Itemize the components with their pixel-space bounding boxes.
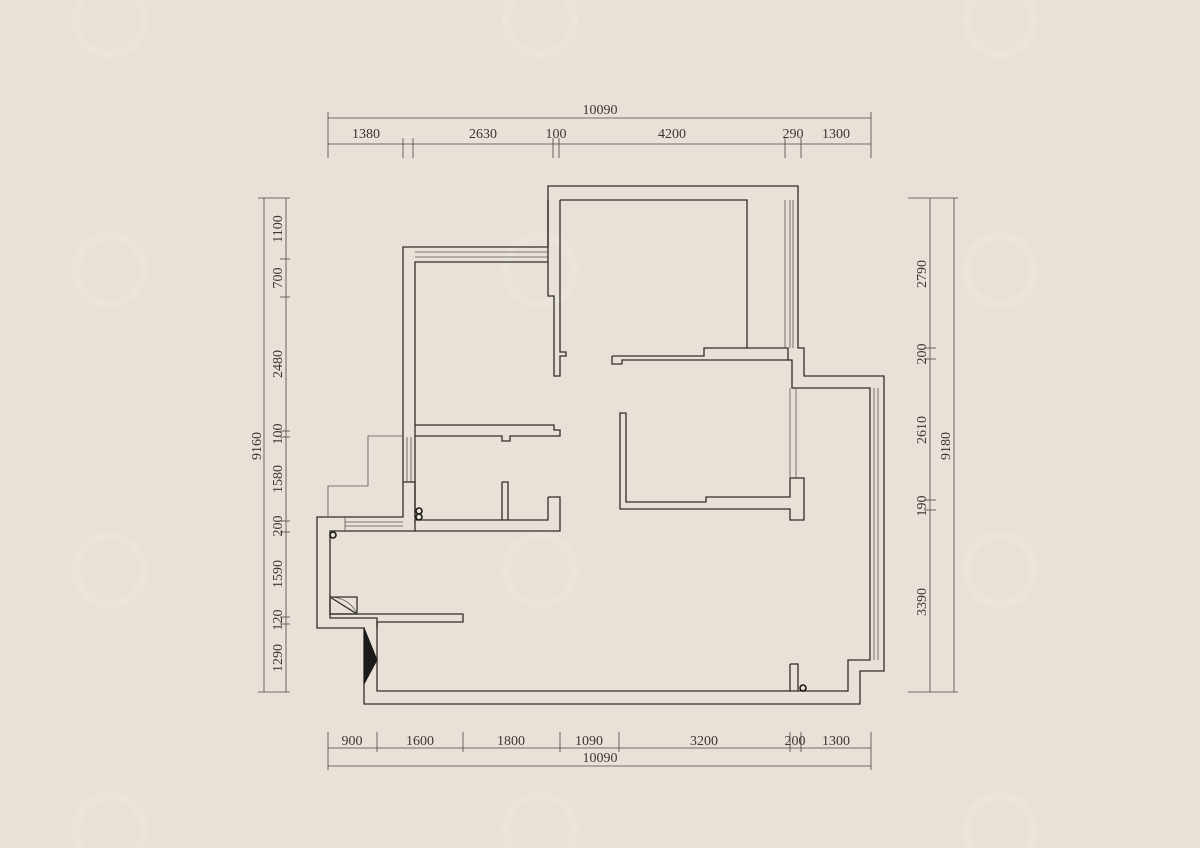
pipe-marker-icon (415, 513, 423, 521)
bottom-dimension-3: 1800 (497, 734, 525, 749)
bottom-dimension-6: 200 (785, 734, 806, 749)
right-dimension-4: 190 (915, 496, 930, 517)
watermark-layer (72, 0, 1038, 848)
bottom-dimension-5: 3200 (690, 734, 718, 749)
bottom-dimensions: 900 1600 1800 1090 3200 200 1300 10090 (327, 732, 872, 770)
top-dimension-6: 1300 (822, 127, 850, 142)
top-dimension-4: 4200 (658, 127, 686, 142)
appliance-box (329, 596, 358, 615)
right-dimensions: 2790 200 2610 190 3390 9180 (908, 197, 958, 693)
left-dimensions: 9160 1100 700 2480 100 1580 200 1590 120… (250, 197, 290, 693)
top-total-dimension: 10090 (583, 103, 618, 118)
right-dimension-3: 2610 (915, 416, 930, 444)
left-dimension-7: 1590 (271, 560, 286, 588)
left-dimension-9: 1290 (271, 644, 286, 672)
pipe-marker-icon (799, 684, 807, 692)
partition-mid-horizontal (611, 347, 788, 365)
right-total-dimension: 9180 (939, 432, 954, 460)
watermark-logo-icon (72, 0, 1038, 848)
left-dimension-3: 2480 (271, 350, 286, 378)
left-dimension-6: 200 (271, 516, 286, 537)
partition-bedroom-left (547, 200, 567, 377)
top-dimension-2: 2630 (469, 127, 497, 142)
right-dimension-1: 2790 (915, 260, 930, 288)
left-dimension-1: 1100 (271, 215, 286, 242)
bottom-dimension-4: 1090 (575, 734, 603, 749)
pipe-marker-icon (415, 507, 423, 515)
top-dimension-5: 290 (783, 127, 804, 142)
bottom-dimension-7: 1300 (822, 734, 850, 749)
left-total-dimension: 9160 (250, 432, 265, 460)
top-dimensions: 10090 1380 2630 100 4200 290 1300 (327, 103, 872, 158)
left-dimension-4: 100 (271, 424, 286, 445)
partition-left-room (415, 424, 561, 442)
pipe-marker-icon (329, 531, 337, 539)
top-dimension-1: 1380 (352, 127, 380, 142)
partition-center-room (619, 412, 805, 521)
bottom-total-dimension: 10090 (583, 751, 618, 766)
walls (316, 185, 885, 705)
left-dimension-2: 700 (271, 268, 286, 289)
top-dimension-3: 100 (546, 127, 567, 142)
right-dimension-5: 3390 (915, 588, 930, 616)
partition-kitchen-counter (330, 613, 464, 628)
left-dimension-8: 120 (271, 610, 286, 631)
bottom-dimension-1: 900 (342, 734, 363, 749)
partition-bathroom (403, 481, 561, 532)
left-dimension-5: 1580 (271, 465, 286, 493)
inner-wall-line (329, 199, 871, 692)
bottom-dimension-2: 1600 (406, 734, 434, 749)
entry-door-icon (363, 627, 378, 685)
outer-wall (316, 185, 885, 705)
right-dimension-2: 200 (915, 344, 930, 365)
